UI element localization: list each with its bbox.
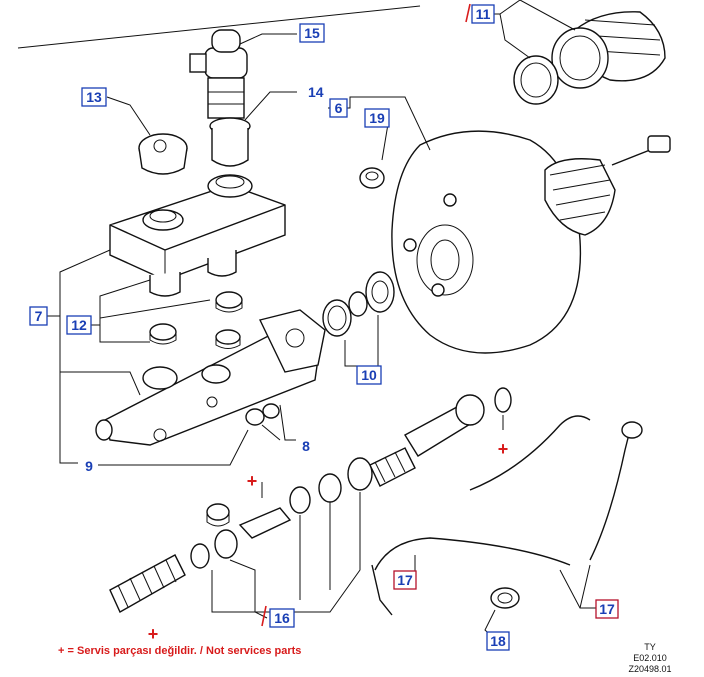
callout-17-right: 17	[595, 599, 619, 619]
reservoir-cap-part	[138, 133, 188, 175]
hose-parts	[371, 415, 643, 616]
seal-kit-part	[322, 271, 395, 337]
not-service-marker-booster-clip: +	[498, 439, 509, 459]
reservoir-body-part	[109, 174, 286, 297]
callout-19-label: 19	[369, 110, 385, 126]
callout-9-label: 9	[85, 458, 93, 474]
callout-17-left: 17	[393, 570, 417, 590]
seal-bolt-part	[245, 403, 280, 426]
footnote-symbol: +	[58, 645, 65, 657]
brake-booster-part	[391, 130, 671, 354]
callout-14: 14	[308, 84, 324, 100]
callout-17a-label: 17	[397, 572, 413, 588]
boot-and-rings-part	[513, 11, 666, 105]
not-service-marker-spring: +	[148, 624, 159, 644]
callout-10-label: 10	[361, 367, 377, 383]
frame-diagonal-line	[17, 5, 421, 49]
filter-tube-part	[209, 117, 251, 167]
footnote-text: Servis parçası değildir. / Not services …	[77, 645, 302, 657]
master-cylinder-body-part	[95, 309, 326, 446]
callout-16-label: 16	[274, 610, 290, 626]
reference-line-2: E02.010	[633, 653, 667, 663]
callout-11: 11	[465, 3, 495, 24]
callout-7-label: 7	[35, 308, 43, 324]
callout-17b-label: 17	[599, 601, 615, 617]
callout-13-label: 13	[86, 89, 102, 105]
callout-8-label: 8	[302, 438, 310, 454]
callout-11-label: 11	[476, 6, 491, 22]
not-service-marker-piston: +	[247, 471, 258, 491]
hose-clip-part	[490, 587, 520, 609]
callout-15-label: 15	[304, 25, 320, 41]
callout-15: 15	[299, 23, 325, 43]
footnote-legend: + = Servis parçası değildir. / Not servi…	[58, 645, 301, 657]
reservoir-sensor-part	[189, 29, 248, 119]
callout-9: 9	[85, 458, 93, 474]
callout-8: 8	[302, 438, 310, 454]
callout-6: 6	[329, 98, 348, 118]
callout-6-label: 6	[335, 100, 343, 116]
callout-12: 12	[66, 315, 92, 335]
callout-18: 18	[486, 631, 510, 651]
reference-line-3: Z20498.01	[628, 664, 672, 674]
callout-7: 7	[29, 306, 48, 326]
callout-16: 16	[261, 605, 295, 628]
drawing-reference-block: TY E02.010 Z20498.01	[600, 642, 700, 675]
piston-assembly-part	[109, 387, 512, 613]
callout-19: 19	[364, 108, 390, 128]
reference-line-1: TY	[644, 642, 656, 652]
callout-14-label: 14	[308, 84, 324, 100]
callout-13: 13	[81, 87, 107, 107]
grommet-parts	[149, 291, 243, 349]
callout-12-label: 12	[71, 317, 87, 333]
footnote-separator: =	[67, 645, 74, 657]
callout-10: 10	[356, 365, 382, 385]
washer-part	[359, 167, 385, 189]
callout-18-label: 18	[490, 633, 506, 649]
